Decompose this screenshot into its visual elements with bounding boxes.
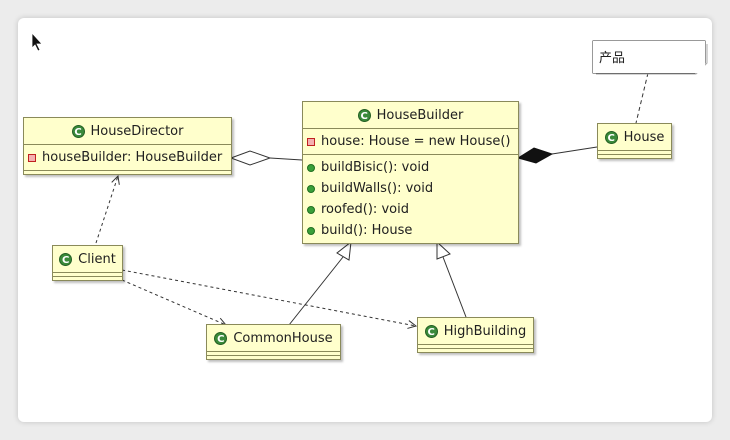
method-row: buildBisic(): void: [307, 157, 514, 178]
method-text: roofed(): void: [321, 202, 409, 217]
method-row: build(): House: [307, 220, 514, 241]
public-method-icon: [307, 205, 315, 214]
field-text: houseBuilder: HouseBuilder: [42, 150, 223, 165]
class-house-director[interactable]: C HouseDirector houseBuilder: HouseBuild…: [23, 117, 232, 175]
class-icon: C: [59, 252, 73, 266]
fields-section: houseBuilder: HouseBuilder: [24, 145, 231, 171]
class-name: CommonHouse: [233, 330, 333, 346]
fields-section: [207, 352, 340, 356]
class-name: HouseBuilder: [376, 107, 464, 123]
field-row: house: House = new House(): [307, 131, 514, 152]
class-header: C Client: [53, 246, 122, 273]
class-icon: C: [424, 324, 438, 338]
methods-section: [53, 277, 122, 280]
note-product: 产品: [593, 41, 705, 73]
method-text: build(): House: [321, 223, 413, 238]
methods-section: [24, 171, 231, 174]
field-row: houseBuilder: HouseBuilder: [28, 147, 227, 168]
class-icon: C: [214, 331, 228, 345]
class-header: C House: [598, 124, 671, 151]
methods-section: [418, 349, 533, 352]
fields-section: [418, 345, 533, 349]
method-text: buildWalls(): void: [321, 181, 434, 196]
class-icon: C: [71, 124, 85, 138]
public-method-icon: [307, 163, 315, 172]
methods-section: [207, 356, 340, 359]
method-text: buildBisic(): void: [321, 160, 430, 175]
class-header: C CommonHouse: [207, 325, 340, 352]
methods-section: [598, 155, 671, 158]
class-high-building[interactable]: C HighBuilding: [417, 317, 534, 353]
note-text: 产品: [599, 51, 626, 66]
class-house-builder[interactable]: C HouseBuilder house: House = new House(…: [302, 101, 519, 244]
method-row: roofed(): void: [307, 199, 514, 220]
fields-section: [598, 151, 671, 155]
class-header: C HouseDirector: [24, 118, 231, 145]
class-common-house[interactable]: C CommonHouse: [206, 324, 341, 360]
class-header: C HighBuilding: [418, 318, 533, 345]
class-header: C HouseBuilder: [303, 102, 518, 129]
class-client[interactable]: C Client: [52, 245, 123, 281]
class-name: House: [623, 129, 665, 145]
class-name: HouseDirector: [90, 123, 184, 139]
class-house[interactable]: C House: [597, 123, 672, 159]
class-name: HighBuilding: [443, 323, 527, 339]
class-name: Client: [78, 251, 116, 267]
method-row: buildWalls(): void: [307, 178, 514, 199]
private-field-icon: [28, 153, 36, 162]
fields-section: [53, 273, 122, 277]
class-icon: C: [357, 108, 371, 122]
public-method-icon: [307, 226, 315, 235]
public-method-icon: [307, 184, 315, 193]
field-text: house: House = new House(): [321, 134, 511, 149]
class-icon: C: [604, 130, 618, 144]
fields-section: house: House = new House(): [303, 129, 518, 155]
private-field-icon: [307, 137, 315, 146]
methods-section: buildBisic(): void buildWalls(): void ro…: [303, 155, 518, 243]
